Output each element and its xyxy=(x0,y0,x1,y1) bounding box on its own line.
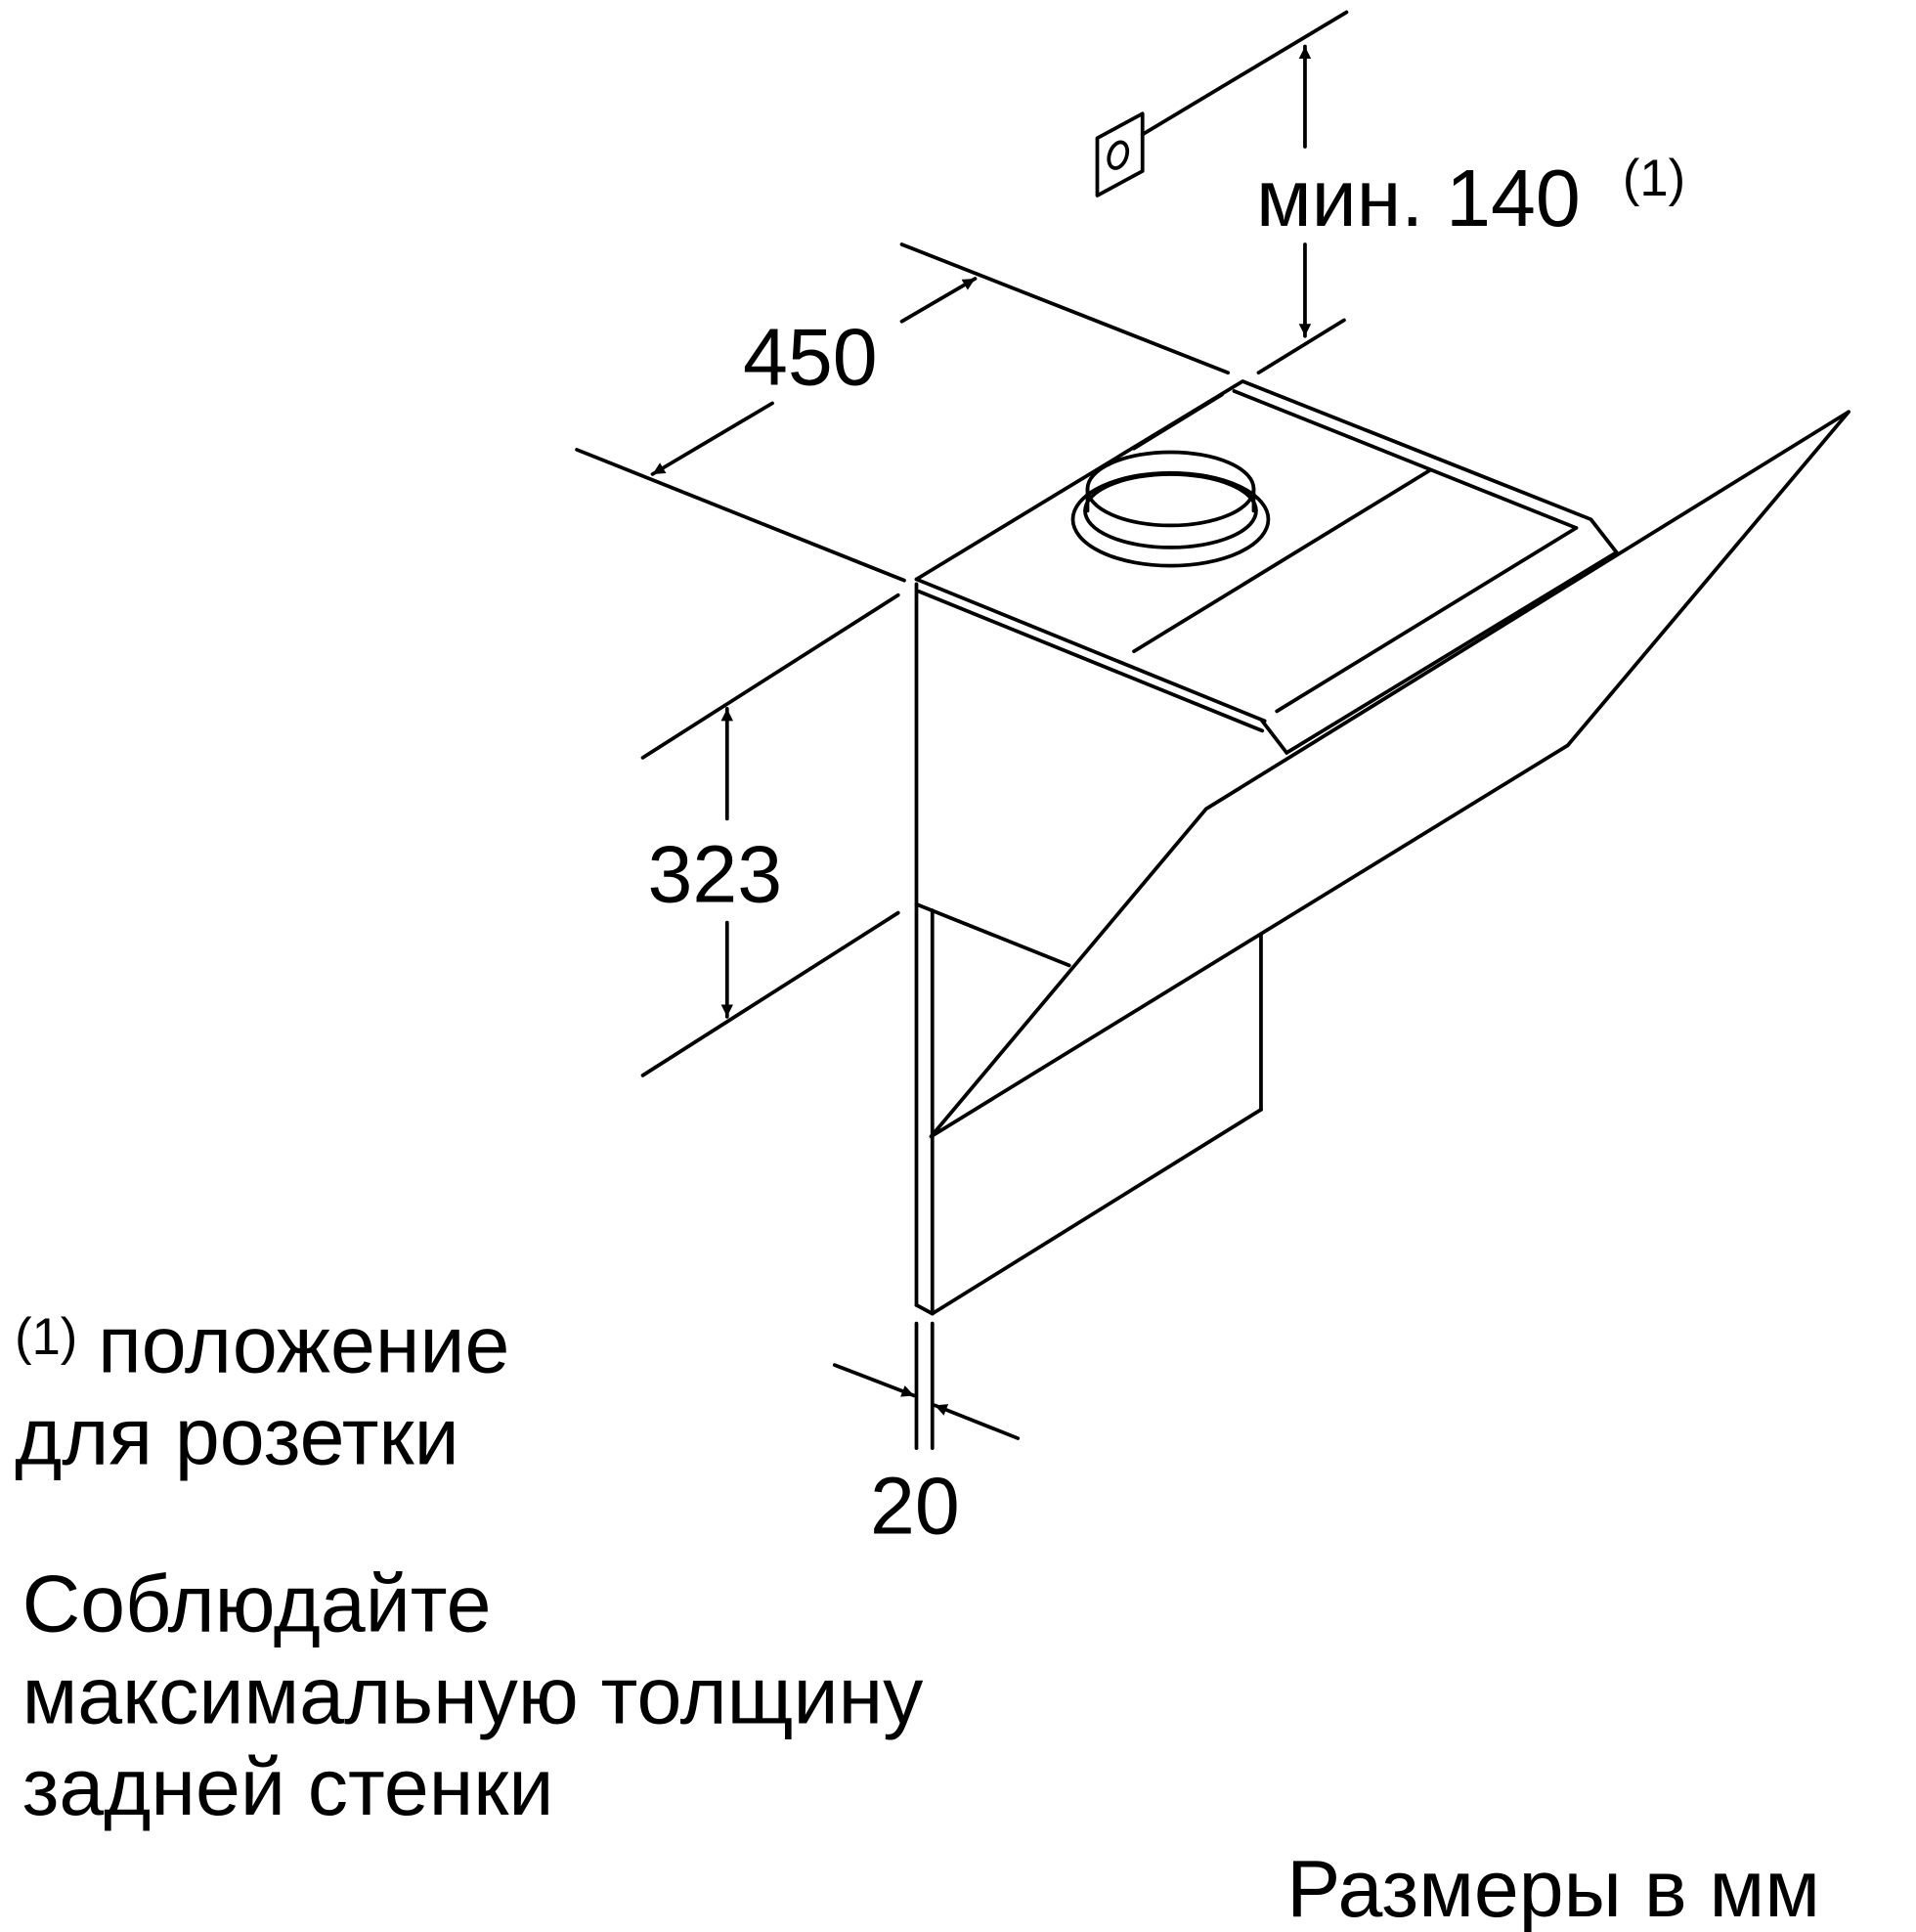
footnote-line-2: для розетки xyxy=(15,1391,459,1481)
warning-line-2: максимальную толщину xyxy=(22,1650,925,1740)
units-note: Размеры в мм xyxy=(1286,1844,1820,1932)
height-label: 323 xyxy=(648,829,783,919)
warning-line-3: задней стенки xyxy=(22,1742,554,1832)
socket-distance-dimension: мин. 140 (1) xyxy=(1256,44,1685,375)
warning-line-1: Соблюдайте xyxy=(22,1559,492,1649)
width-label: 450 xyxy=(743,313,878,403)
socket-distance-footnote: (1) xyxy=(1623,150,1685,207)
wall-thickness-label: 20 xyxy=(870,1462,960,1552)
footnote-line-1: положение xyxy=(98,1300,509,1390)
height-dimension: 323 xyxy=(640,593,900,1077)
width-dimension: 450 xyxy=(575,242,1231,583)
footnote-marker: (1) xyxy=(15,1308,77,1366)
wall-thickness-dimension: 20 xyxy=(832,1321,1021,1552)
socket-icon xyxy=(1095,10,1349,198)
duct-outlet xyxy=(1070,450,1271,568)
socket-distance-label: мин. 140 xyxy=(1256,154,1581,243)
hood-body xyxy=(914,379,1851,1316)
